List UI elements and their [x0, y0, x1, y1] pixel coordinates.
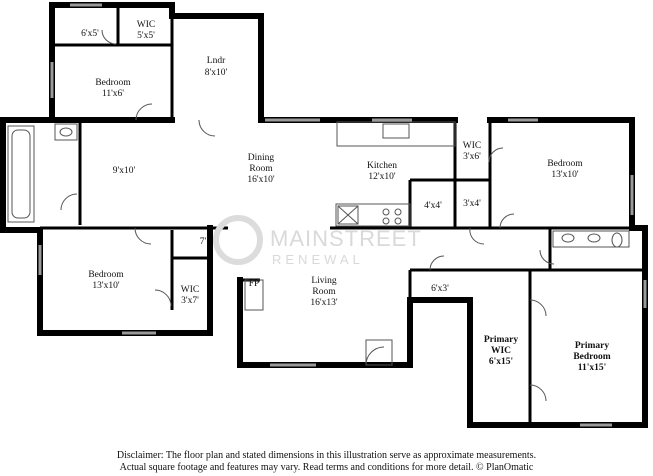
- fixtures: [7, 121, 630, 311]
- primary-bedroom-name: Primary: [575, 341, 610, 351]
- laundry-dims: 8'x10': [205, 68, 228, 78]
- disclaimer-line1: Disclaimer: The floor plan and stated di…: [116, 450, 537, 461]
- living-name2: Room: [312, 287, 336, 297]
- fireplace-label: FP: [249, 279, 260, 289]
- primary-bedroom-dims: 11'x15': [578, 363, 607, 373]
- wic-3x6-name: WIC: [463, 141, 481, 151]
- pantry-4x4-dims: 4'x4': [424, 201, 442, 211]
- windows: [38, 3, 647, 427]
- living-dims: 16'x13': [310, 298, 337, 308]
- wic-3x7-name: WIC: [181, 285, 199, 295]
- wic-5x5-dims: 5'x5': [137, 31, 155, 41]
- closet-3x4-dims: 3'x4': [463, 199, 481, 209]
- room-9x10-dims: 9'x10': [113, 166, 136, 176]
- primary-wic-name2: WIC: [491, 346, 511, 356]
- bedroom-sw-name: Bedroom: [88, 270, 124, 280]
- watermark-line1: MAINSTREET: [270, 226, 422, 251]
- closet-7-dims: 7': [200, 237, 207, 247]
- bedroom-nw-name: Bedroom: [95, 78, 131, 88]
- primary-wic-name: Primary: [484, 335, 519, 345]
- kitchen-name: Kitchen: [367, 161, 397, 171]
- interior-walls: [40, 5, 645, 425]
- closet-6x5-dims: 6'x5': [81, 29, 99, 39]
- watermark: MAINSTREET RENEWAL: [213, 215, 422, 267]
- walls: [0, 2, 648, 428]
- living-name: Living: [311, 276, 337, 286]
- dining-dims: 16'x10': [247, 175, 274, 185]
- bedroom-ne-name: Bedroom: [547, 159, 583, 169]
- primary-wic-dims: 6'x15': [489, 357, 513, 367]
- doors: [60, 29, 555, 402]
- kitchen-dims: 12'x10': [368, 172, 395, 182]
- dining-name: Dining: [248, 153, 275, 163]
- wic-3x6-dims: 3'x6': [463, 152, 481, 162]
- disclaimer-line2: Actual square footage and features may v…: [119, 462, 534, 473]
- room-labels: 6'x5' WIC 5'x5' Bedroom 11'x6' Lndr 8'x1…: [81, 20, 611, 373]
- watermark-line2: RENEWAL: [272, 252, 364, 267]
- watermark-logo-icon: [213, 215, 263, 265]
- primary-bedroom-name2: Bedroom: [573, 352, 610, 362]
- wic-3x7-dims: 3'x7': [181, 296, 199, 306]
- bedroom-nw-dims: 11'x6': [102, 89, 124, 99]
- bedroom-sw-dims: 13'x10': [92, 281, 119, 291]
- closet-6x3-dims: 6'x3': [431, 284, 449, 294]
- wic-5x5-name: WIC: [137, 20, 155, 30]
- bedroom-ne-dims: 13'x10': [551, 170, 578, 180]
- dining-name2: Room: [249, 164, 273, 174]
- laundry-name: Lndr: [207, 56, 226, 66]
